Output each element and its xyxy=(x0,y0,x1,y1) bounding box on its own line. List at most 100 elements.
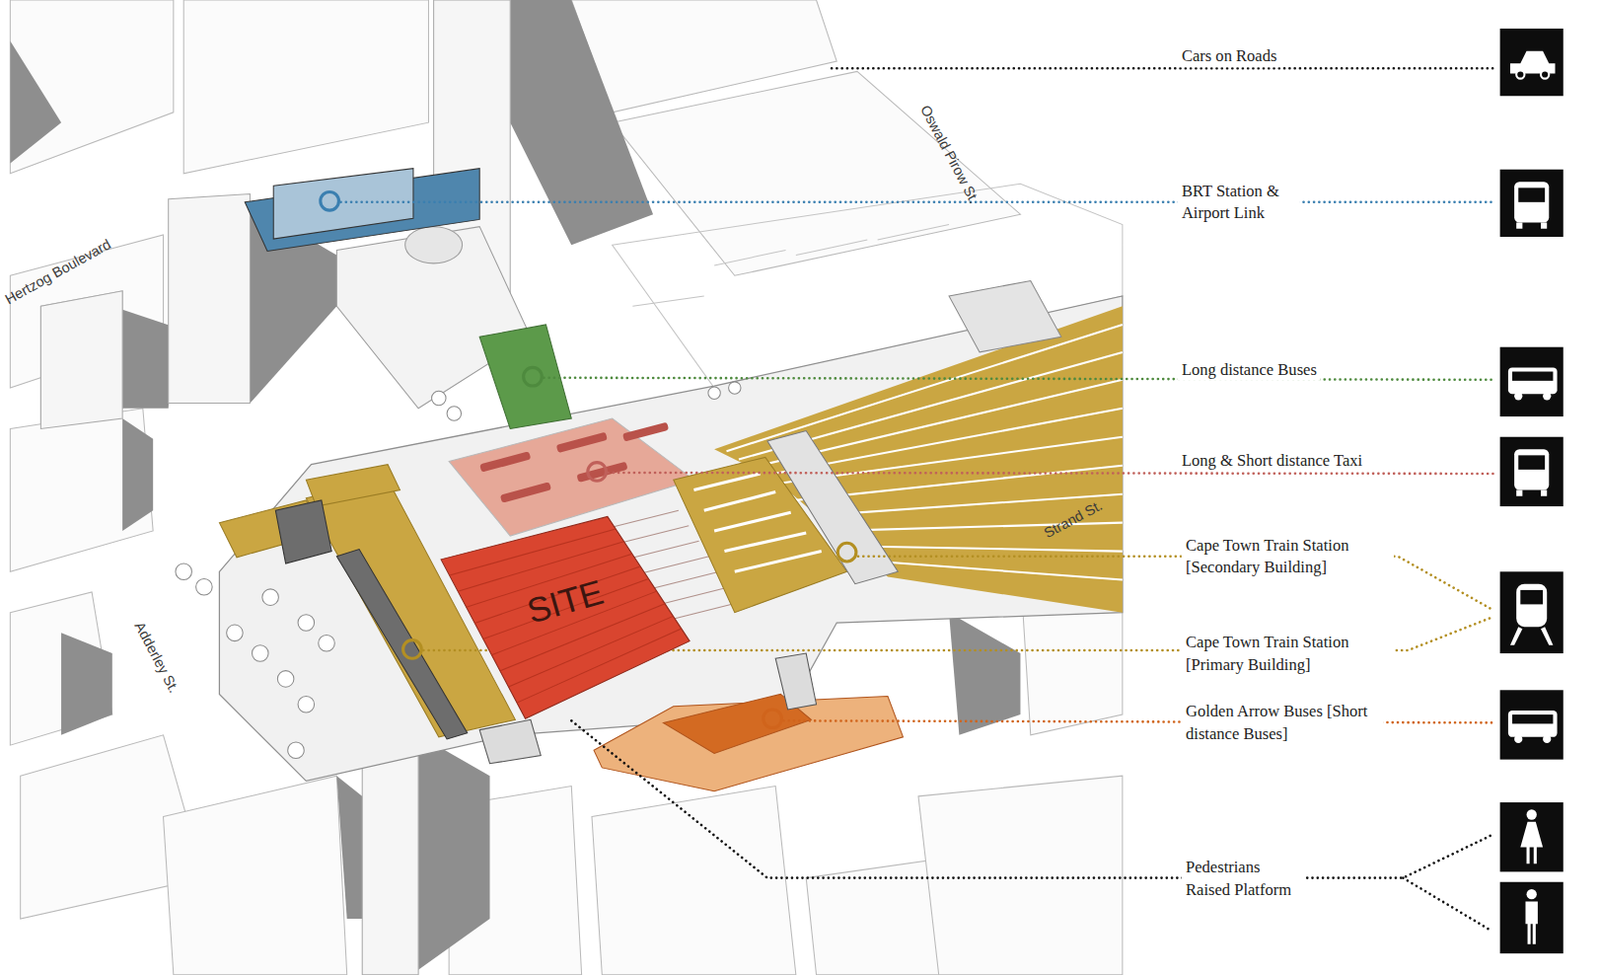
rail-sheds xyxy=(948,280,1062,352)
pictograms-part xyxy=(1508,366,1558,394)
mode-label: Cars on Roads xyxy=(1177,45,1282,69)
trees-part xyxy=(446,406,461,421)
trees-part xyxy=(277,670,294,688)
building-shadows-part xyxy=(418,734,490,970)
pictograms-part xyxy=(1540,70,1549,78)
long-distance-bus-bridge-part xyxy=(479,324,572,430)
leader-lines-part xyxy=(831,67,1496,71)
glass-roof xyxy=(767,431,898,584)
leader-lines-part xyxy=(1402,877,1492,932)
trees xyxy=(175,381,741,759)
mode-label: Golden Arrow Buses [Short distance Buses… xyxy=(1181,700,1384,746)
pictograms-part xyxy=(1516,222,1523,229)
city-blocks-part xyxy=(9,0,174,174)
trees-part xyxy=(297,614,315,632)
pictograms-part xyxy=(1542,391,1551,400)
pictograms-part xyxy=(1508,710,1558,737)
icon-tiles-part xyxy=(1500,571,1564,654)
city-blocks-part xyxy=(9,408,153,573)
taxi-bays-part xyxy=(556,432,608,453)
street-name: Adderley St. xyxy=(131,618,183,695)
train-tracks-part xyxy=(877,561,1123,581)
building-shadows-part xyxy=(948,612,1020,735)
pictograms xyxy=(1508,51,1558,945)
icon-tiles-part xyxy=(1500,801,1564,872)
towers-part xyxy=(40,290,123,430)
leader-lines-part xyxy=(608,472,1497,474)
mode-label: Cape Town Train Station [Secondary Build… xyxy=(1181,533,1394,580)
marker-circles-part xyxy=(763,709,783,728)
trees-part xyxy=(175,563,193,581)
city-blocks-part xyxy=(183,0,429,174)
taxi-bays-part xyxy=(576,461,628,483)
glass-roof-part xyxy=(767,431,898,584)
pictograms-part xyxy=(1510,626,1553,646)
mode-label: Long distance Buses xyxy=(1177,358,1321,381)
icon-tiles-part xyxy=(1500,28,1564,96)
building-shadows-part xyxy=(9,40,62,163)
leader-lines xyxy=(341,68,1497,931)
city-blocks-part xyxy=(40,290,123,430)
pictograms-part xyxy=(1514,181,1549,222)
leader-lines-part xyxy=(858,556,1494,611)
marker-circles-part xyxy=(320,191,340,211)
mode-label: Pedestrians Raised Platform xyxy=(1181,856,1305,902)
leader-lines-part xyxy=(341,201,1497,205)
mode-label: BRT Station & Airport Link xyxy=(1177,179,1301,225)
parking-area-part xyxy=(632,295,704,306)
icon-tiles-part xyxy=(1500,436,1564,507)
secondary-stripes-part xyxy=(704,492,776,511)
marker-circles-part xyxy=(523,366,543,386)
pictograms-part xyxy=(1512,714,1553,724)
trees-part xyxy=(297,695,315,713)
secondary-stripes-part xyxy=(724,532,806,552)
taxi-rank xyxy=(448,418,694,536)
icon-tiles-part xyxy=(1500,881,1564,953)
parking-area-part xyxy=(877,224,949,241)
pictograms-part xyxy=(1518,187,1545,202)
train-tracks-part xyxy=(727,324,1123,451)
site-block: SITE xyxy=(438,513,693,721)
pictograms-part xyxy=(1516,490,1523,497)
city-blocks-part xyxy=(612,71,1021,276)
site-text-holder: SITE xyxy=(438,581,693,620)
city-blocks-part xyxy=(9,591,112,745)
pictograms-part xyxy=(1540,222,1547,229)
pictograms-part xyxy=(1520,821,1543,864)
trees-part xyxy=(252,645,270,662)
pictograms-part xyxy=(1514,734,1523,743)
pictograms-part xyxy=(1510,51,1556,74)
marker-circles-part xyxy=(403,640,423,659)
trees-part xyxy=(728,381,741,394)
mode-label: Long & Short distance Taxi xyxy=(1177,448,1368,472)
icon-tiles-part xyxy=(1500,689,1564,759)
leader-lines-part xyxy=(783,720,1496,723)
pictograms-part xyxy=(1512,371,1553,381)
parking-area-part xyxy=(796,239,868,256)
taxi-bays-part xyxy=(500,481,552,503)
trees-part xyxy=(262,588,280,606)
taxi-bays-part xyxy=(479,450,531,472)
city-blocks-part xyxy=(591,786,797,975)
taxi-rank-part xyxy=(448,418,694,536)
primary-roof xyxy=(275,500,467,739)
pictograms-part xyxy=(1514,448,1549,490)
marker-circles-part xyxy=(587,462,607,482)
pedestrian-bridges-part xyxy=(479,719,541,763)
pictograms-part xyxy=(1516,583,1547,627)
marker-circles-part xyxy=(837,542,857,562)
taxi-bays-part xyxy=(622,422,669,442)
train-tracks-part xyxy=(857,545,1123,551)
long-distance-bus-bridge xyxy=(479,324,572,430)
towers-part xyxy=(168,194,251,404)
icon-tiles xyxy=(1500,28,1564,953)
trees-part xyxy=(318,634,336,652)
rail-sheds-part xyxy=(948,280,1062,352)
site-hatch xyxy=(516,628,682,703)
pedestrian-bridges-part xyxy=(775,653,816,710)
brt-station-part xyxy=(273,168,414,239)
site-outline-shape xyxy=(440,515,690,719)
mode-label: Cape Town Train Station [Primary Buildin… xyxy=(1181,630,1394,676)
primary-roof-part xyxy=(336,549,467,739)
